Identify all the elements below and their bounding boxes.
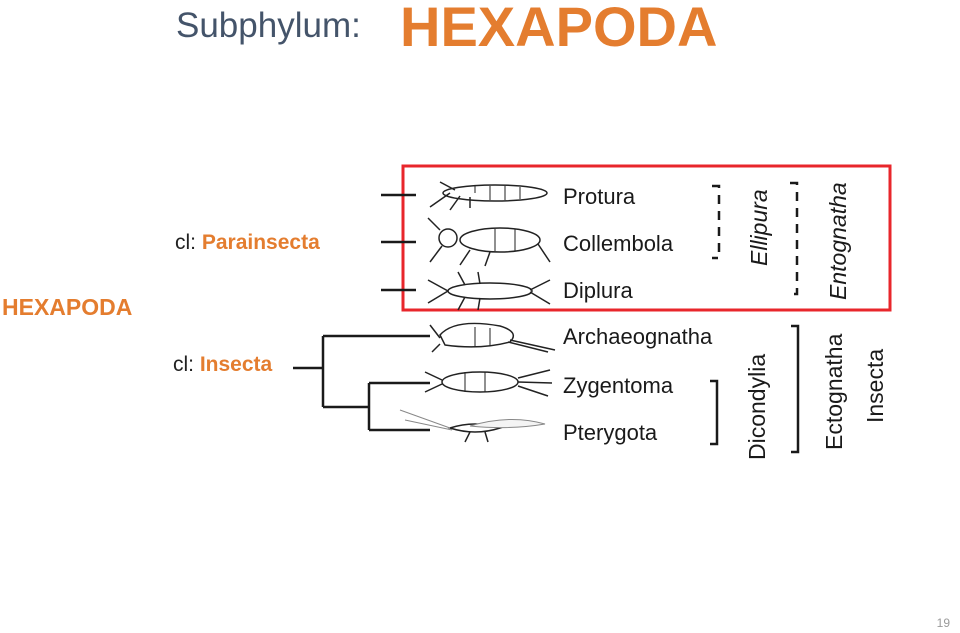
class-name-parainsecta: Parainsecta [201,231,320,254]
archaeognatha-insect-icon [429,322,556,353]
upper-branches [381,193,416,292]
page-title: HEXAPODA [400,0,718,58]
taxon-label: Collembola [563,231,674,256]
page-number: 19 [936,616,950,630]
taxon-label: Protura [563,184,636,209]
taxon-label: Diplura [563,278,633,303]
class-prefix: cl: [173,353,194,376]
collembola-insect-icon [427,217,551,267]
taxon-label: Zygentoma [563,373,674,398]
class-prefix: cl: [175,231,196,254]
pterygota-insect-icon [399,409,546,443]
class-name-insecta: Insecta [199,353,273,376]
clade-labels: Ellipura Entognatha Dicondylia Ectognath… [744,182,888,460]
parainsecta-highlight-box [401,164,892,312]
title-prefix: Subphylum: [176,6,361,45]
clade-brackets [710,181,800,454]
clade-label-entognatha: Entognatha [825,182,851,300]
insecta-tree [293,334,430,432]
clade-label-insecta: Insecta [862,349,888,423]
diplura-insect-icon [427,271,551,311]
zygentoma-insect-icon [424,369,553,397]
clade-label-ellipura: Ellipura [746,189,772,266]
clade-label-dicondylia: Dicondylia [744,354,770,460]
taxon-label: Archaeognatha [563,324,713,349]
protura-insect-icon [429,181,548,211]
class-label-insecta: cl: Insecta [173,353,272,377]
clade-label-ectognatha: Ectognatha [821,333,847,450]
class-label-parainsecta: cl: Parainsecta [175,231,320,255]
taxon-label: Pterygota [563,420,658,445]
side-label-hexapoda: HEXAPODA [2,294,133,320]
taxon-labels: Protura Collembola Diplura Archaeognatha… [563,184,713,445]
